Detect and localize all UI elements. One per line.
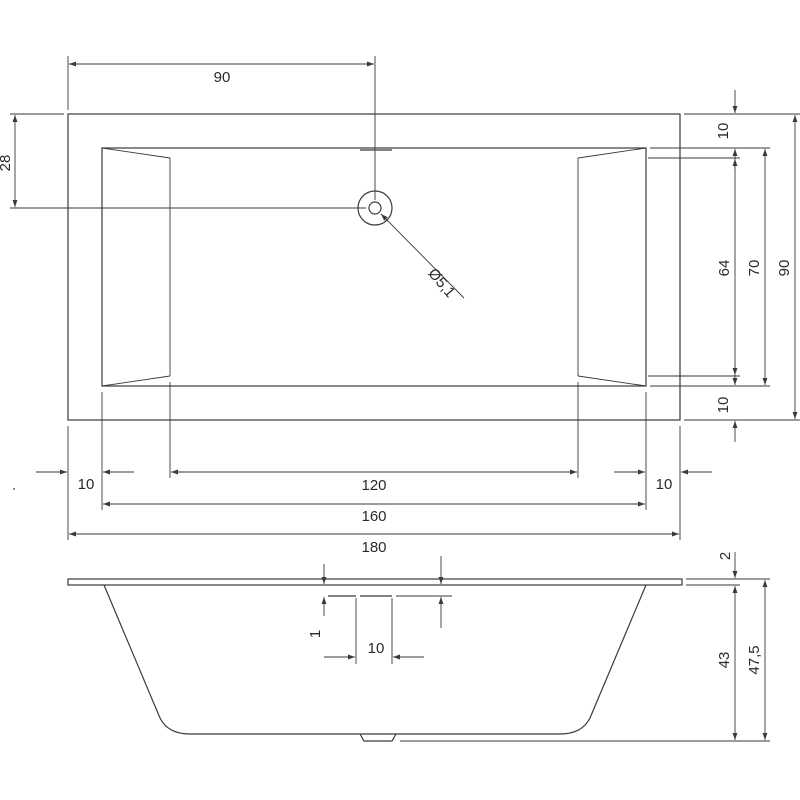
label-inner-width: 70 <box>746 260 763 277</box>
label-floor-width: 64 <box>716 260 733 277</box>
stray-dot <box>13 488 15 490</box>
tub-outer-rim <box>67 113 681 421</box>
side-rim <box>67 578 683 586</box>
label-outer-length: 180 <box>361 539 386 556</box>
leader-drain-diameter <box>380 213 465 299</box>
slope-left <box>101 147 171 387</box>
label-floor-length: 120 <box>361 477 386 494</box>
label-basin-depth: 43 <box>716 652 733 669</box>
label-rim-top: 10 <box>715 123 732 140</box>
tub-inner-basin <box>101 147 647 387</box>
side-basin-profile <box>103 584 647 735</box>
label-drain-offset-y: 28 <box>0 155 14 172</box>
label-inner-length: 160 <box>361 508 386 525</box>
side-drain-bump <box>359 733 397 742</box>
slope-right <box>577 147 647 387</box>
label-total-depth: 47,5 <box>746 645 763 674</box>
top-view: 90 28 Ø5,1 10 64 70 90 10 <box>0 56 800 556</box>
label-rim-right: 10 <box>656 476 673 493</box>
label-rim-left: 10 <box>78 476 95 493</box>
label-drain-offset-x: 90 <box>214 69 231 86</box>
label-drain-step: 1 <box>307 630 324 638</box>
label-drain-diameter: Ø5,1 <box>424 265 458 301</box>
label-rim-bottom: 10 <box>715 397 732 414</box>
label-outer-width: 90 <box>776 260 793 277</box>
label-drain-width: 10 <box>368 640 385 657</box>
label-rim-thickness: 2 <box>717 552 734 560</box>
drain-inner-circle <box>368 201 382 215</box>
side-view: 1 10 2 43 47,5 <box>67 552 770 742</box>
